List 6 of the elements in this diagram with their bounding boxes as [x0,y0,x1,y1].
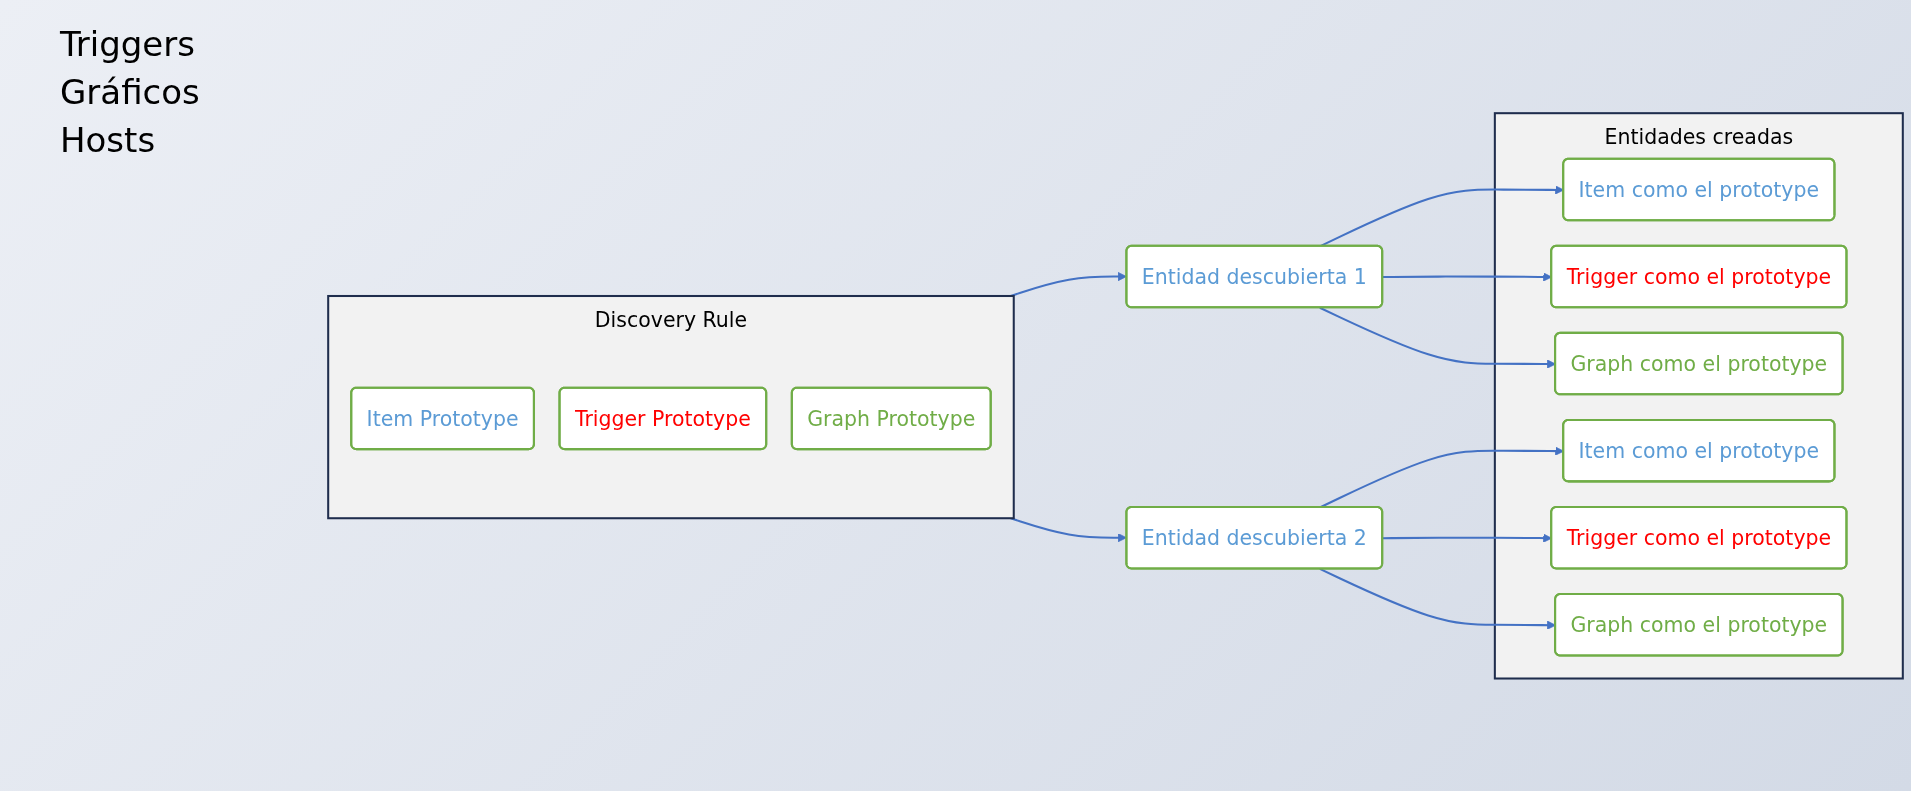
list-text: Gráficos [60,71,200,114]
list-text: Triggers [60,23,195,66]
arrow [1010,271,1127,297]
arrow [1010,516,1127,542]
arrow [1319,306,1556,369]
list-text: Hosts [60,119,156,162]
